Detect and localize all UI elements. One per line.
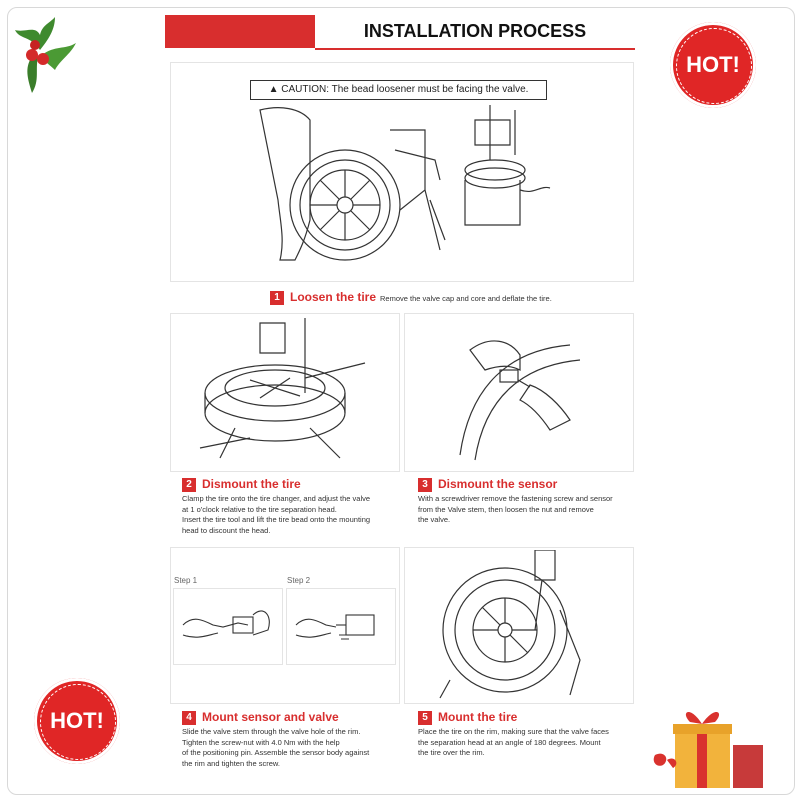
substep1-label: Step 1 (174, 576, 198, 585)
step3-desc-line: the valve. (418, 515, 451, 524)
step1-image-panel (170, 62, 634, 282)
sensor-removal-illustration (459, 340, 581, 461)
step4-desc: Slide the valve stem through the valve h… (182, 727, 397, 769)
step4-desc-line: Slide the valve stem through the valve h… (182, 727, 361, 736)
step5-desc: Place the tire on the rim, making sure t… (418, 727, 633, 759)
badge-ring (676, 28, 752, 104)
step1-title: Loosen the tire (290, 290, 377, 304)
gift-box-icon (653, 712, 763, 788)
valve-mount-illustration-1 (182, 610, 270, 638)
substep1-panel (173, 588, 283, 665)
step2-desc-line: Clamp the tire onto the tire changer, an… (182, 494, 371, 503)
step3-desc-line: from the Valve stem, then loosen the nut… (418, 504, 594, 514)
step2-desc-line: Insert the tire tool and lift the tire b… (182, 515, 371, 524)
step5-desc-line: the tire over the rim. (418, 748, 485, 757)
step5-title: Mount the tire (438, 710, 518, 724)
tire-on-changer-illustration (199, 318, 366, 459)
step4-number: 4 (182, 711, 196, 725)
step4-desc-line: the rim and tighten the screw. (182, 758, 280, 768)
substep2-panel (286, 588, 396, 665)
hot-badge-text: HOT! (50, 708, 104, 733)
step3-title: Dismount the sensor (438, 477, 558, 491)
step4-desc-line: of the positioning pin. Assemble the sen… (182, 748, 370, 757)
caution-box: ▲ CAUTION: The bead loosener must be fac… (250, 80, 547, 100)
page-frame (7, 7, 795, 795)
hot-badge-bottom: HOT! (34, 678, 120, 764)
hot-badge-text: HOT! (686, 52, 740, 77)
page-title: INSTALLATION PROCESS (315, 15, 635, 50)
step5-number: 5 (418, 711, 432, 725)
step2-title: Dismount the tire (202, 477, 301, 491)
tire-mount-illustration (439, 550, 581, 699)
step1-number: 1 (270, 291, 284, 305)
step3-number: 3 (418, 478, 432, 492)
valve-mount-illustration-2 (295, 614, 375, 640)
step2-image-panel (170, 313, 400, 472)
header-accent-bar (165, 15, 315, 48)
step3-image-panel (404, 313, 634, 472)
step2-heading: 2 Dismount the tire (182, 477, 301, 492)
step2-desc-line: at 1 o'clock relative to the tire separa… (182, 504, 337, 514)
step5-desc-line: the separation head at an angle of 180 d… (418, 737, 601, 747)
step3-heading: 3 Dismount the sensor (418, 477, 557, 492)
tire-changer-illustration (259, 105, 551, 261)
badge-ring (40, 684, 116, 760)
holly-icon (15, 17, 76, 93)
step4-desc-line: Tighten the screw-nut with 4.0 Nm with t… (182, 737, 340, 747)
step2-desc-line: head to discount the head. (182, 525, 271, 535)
hot-badge-top: HOT! (670, 22, 756, 108)
step2-number: 2 (182, 478, 196, 492)
step2-desc: Clamp the tire onto the tire changer, an… (182, 494, 402, 536)
step3-desc: With a screwdriver remove the fastening … (418, 494, 633, 526)
step5-desc-line: Place the tire on the rim, making sure t… (418, 727, 609, 736)
substep2-label: Step 2 (287, 576, 311, 585)
step1-desc: Remove the valve cap and core and deflat… (380, 294, 552, 303)
step3-desc-line: With a screwdriver remove the fastening … (418, 494, 613, 503)
step4-title: Mount sensor and valve (202, 710, 339, 724)
step4-heading: 4 Mount sensor and valve (182, 710, 339, 725)
step5-heading: 5 Mount the tire (418, 710, 517, 725)
header: INSTALLATION PROCESS (165, 15, 635, 50)
